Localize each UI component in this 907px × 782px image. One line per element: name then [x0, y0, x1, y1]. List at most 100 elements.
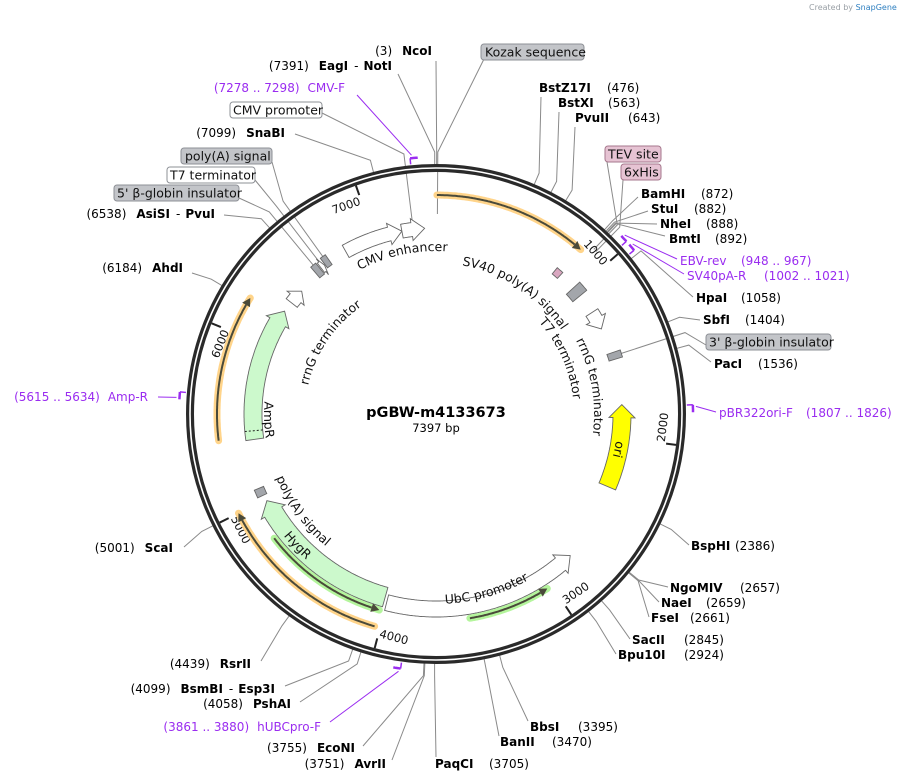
- site-leader-line: [397, 73, 436, 168]
- site-label-econi[interactable]: (3755)EcoNI: [267, 741, 355, 755]
- site-label-bsmbi-esp3i[interactable]: (4099)BsmBI-Esp3I: [131, 682, 275, 696]
- primer-leader-line: [329, 670, 399, 723]
- feature-leader-line: [254, 179, 320, 263]
- site-label-paqci[interactable]: PaqCI(3705): [435, 757, 529, 771]
- feature-leader-line: [595, 179, 624, 252]
- tick-mark: [211, 322, 222, 328]
- site-label-fsei[interactable]: FseI(2661): [651, 611, 730, 625]
- site-label-ngomiv[interactable]: NgoMIV(2657): [670, 581, 780, 595]
- site-label-sbfi[interactable]: SbfI(1404): [703, 313, 785, 327]
- feature-ubc-promoter: [384, 554, 571, 618]
- site-label-scai[interactable]: (5001)ScaI: [95, 541, 173, 555]
- primer-mark: [410, 156, 418, 160]
- orf-line: [273, 537, 372, 609]
- tick-mark: [373, 638, 379, 649]
- site-label-pvuii[interactable]: PvuII(643): [575, 111, 660, 125]
- orf-arrowhead-icon: [370, 603, 380, 612]
- orf-line: [436, 194, 576, 246]
- orf-line: [241, 519, 375, 628]
- site-label-bsphi[interactable]: BspHI(2386): [691, 539, 775, 553]
- label-text: TEV site: [607, 147, 659, 162]
- site-leader-line: [434, 660, 437, 758]
- site-label-bstz17i[interactable]: BstZ17I(476): [539, 81, 639, 95]
- feature-label-polya-signal[interactable]: poly(A) signal: [180, 147, 273, 165]
- site-leader-line: [656, 521, 690, 546]
- site-leader-line: [391, 659, 426, 761]
- tick-label: 4000: [378, 627, 410, 648]
- primer-mark: [628, 243, 636, 252]
- primer-label-sv40pa-r[interactable]: SV40pA-R(1002 .. 1021): [687, 269, 850, 283]
- site-leader-line: [482, 655, 500, 737]
- feature-label-6xhis[interactable]: 6xHis: [620, 163, 662, 181]
- site-label-paci[interactable]: PacI(1536): [714, 357, 798, 371]
- orf-arrowhead-icon: [571, 241, 581, 250]
- feature-rrng-terminator: [285, 290, 305, 308]
- site-label-avrii[interactable]: (3751)AvrII: [305, 757, 386, 771]
- feature-label-3-beta-globin-insulator[interactable]: 3' β-globin insulator: [705, 333, 835, 351]
- credit-text: Created by SnapGene: [809, 3, 897, 12]
- feature-cmv-enhancer: [341, 222, 403, 259]
- feature-leader-line: [271, 161, 324, 257]
- site-label-pshai[interactable]: (4058)PshAI: [203, 697, 291, 711]
- feature-3-globin-insulator: [606, 349, 624, 362]
- site-label-hpai[interactable]: HpaI(1058): [696, 291, 781, 305]
- site-label-banii[interactable]: BanII(3470): [500, 735, 592, 749]
- site-label-eagi-noti[interactable]: (7391)EagI-NotI: [269, 59, 392, 73]
- feature-label-kozak-sequence[interactable]: Kozak sequence: [480, 43, 586, 61]
- site-leader-line: [625, 569, 669, 588]
- primer-label-ebv-rev[interactable]: EBV-rev(948 .. 967): [680, 254, 811, 268]
- primer-mark: [620, 235, 628, 243]
- feature-label-text: SV40 poly(A) signal: [461, 253, 571, 331]
- label-text: 6xHis: [624, 165, 659, 180]
- site-label-bpu10i[interactable]: Bpu10I(2924): [618, 648, 724, 662]
- feature-t7-terminator: [315, 258, 329, 275]
- feature-label-t7-terminator[interactable]: T7 terminator: [166, 166, 257, 184]
- primer-label-hubcpro-f[interactable]: (3861 .. 3880)hUBCpro-F: [163, 720, 321, 734]
- label-box: [604, 145, 662, 163]
- site-label-sacii[interactable]: SacII(2845): [632, 633, 724, 647]
- primer-leader-line: [632, 243, 685, 275]
- site-leader-line: [498, 651, 529, 722]
- label-text: poly(A) signal: [185, 149, 271, 164]
- feature-5-globin-insulator: [310, 262, 326, 279]
- feature-label-tev-site[interactable]: TEV site: [604, 145, 662, 163]
- features-layer: [178, 156, 695, 670]
- primer-label-pbr322ori-f[interactable]: pBR322ori-F(1807 .. 1826): [719, 406, 892, 420]
- site-leader-line: [223, 214, 273, 231]
- label-box: [620, 163, 662, 181]
- primer-label-amp-r[interactable]: (5615 .. 5634)Amp-R: [14, 390, 148, 404]
- leader-lines: [157, 58, 717, 761]
- site-label-bstxi[interactable]: BstXI(563): [558, 96, 640, 110]
- site-leader-line: [191, 272, 226, 288]
- site-leader-line: [673, 344, 712, 363]
- feature-label-text: AmpR: [261, 401, 278, 439]
- site-label-asisi-pvui[interactable]: (6538)AsiSI-PvuI: [86, 207, 215, 221]
- primer-mark: [393, 666, 401, 670]
- site-leader-line: [604, 223, 666, 237]
- site-leader-line: [532, 96, 542, 188]
- site-label-naei[interactable]: NaeI(2659): [661, 596, 746, 610]
- orf-line: [216, 304, 247, 441]
- site-label-rsrii[interactable]: (4439)RsrII: [170, 657, 251, 671]
- site-label-snabi[interactable]: (7099)SnaBI: [196, 126, 285, 140]
- site-label-stui[interactable]: StuI(882): [651, 202, 726, 216]
- orf-arrowhead-icon: [538, 588, 548, 597]
- site-leader-line: [601, 196, 639, 233]
- feature-label-cmv-promoter[interactable]: CMV promoter: [229, 101, 324, 119]
- feature-poly-a-signal: [319, 254, 333, 269]
- site-leader-line: [284, 645, 355, 687]
- label-box: [180, 147, 273, 165]
- primer-mark: [178, 391, 182, 400]
- plasmid-length: 7397 bp: [412, 421, 460, 435]
- site-label-bamhi[interactable]: BamHI(872): [641, 187, 733, 201]
- site-label-ncoi[interactable]: (3)NcoI: [375, 44, 432, 58]
- site-label-bmti[interactable]: BmtI(892): [669, 232, 747, 246]
- site-leader-line: [435, 60, 438, 169]
- site-label-ahdi[interactable]: (6184)AhdI: [102, 261, 183, 275]
- site-label-nhei[interactable]: NheI(888): [660, 217, 738, 231]
- feature-label-5-beta-globin-insulator[interactable]: 5' β-globin insulator: [113, 184, 243, 202]
- site-label-bbsi[interactable]: BbsI(3395): [530, 720, 618, 734]
- label-box: [229, 101, 323, 119]
- primer-tick: [628, 249, 635, 255]
- primer-label-cmv-f[interactable]: (7278 .. 7298)CMV-F: [214, 81, 345, 95]
